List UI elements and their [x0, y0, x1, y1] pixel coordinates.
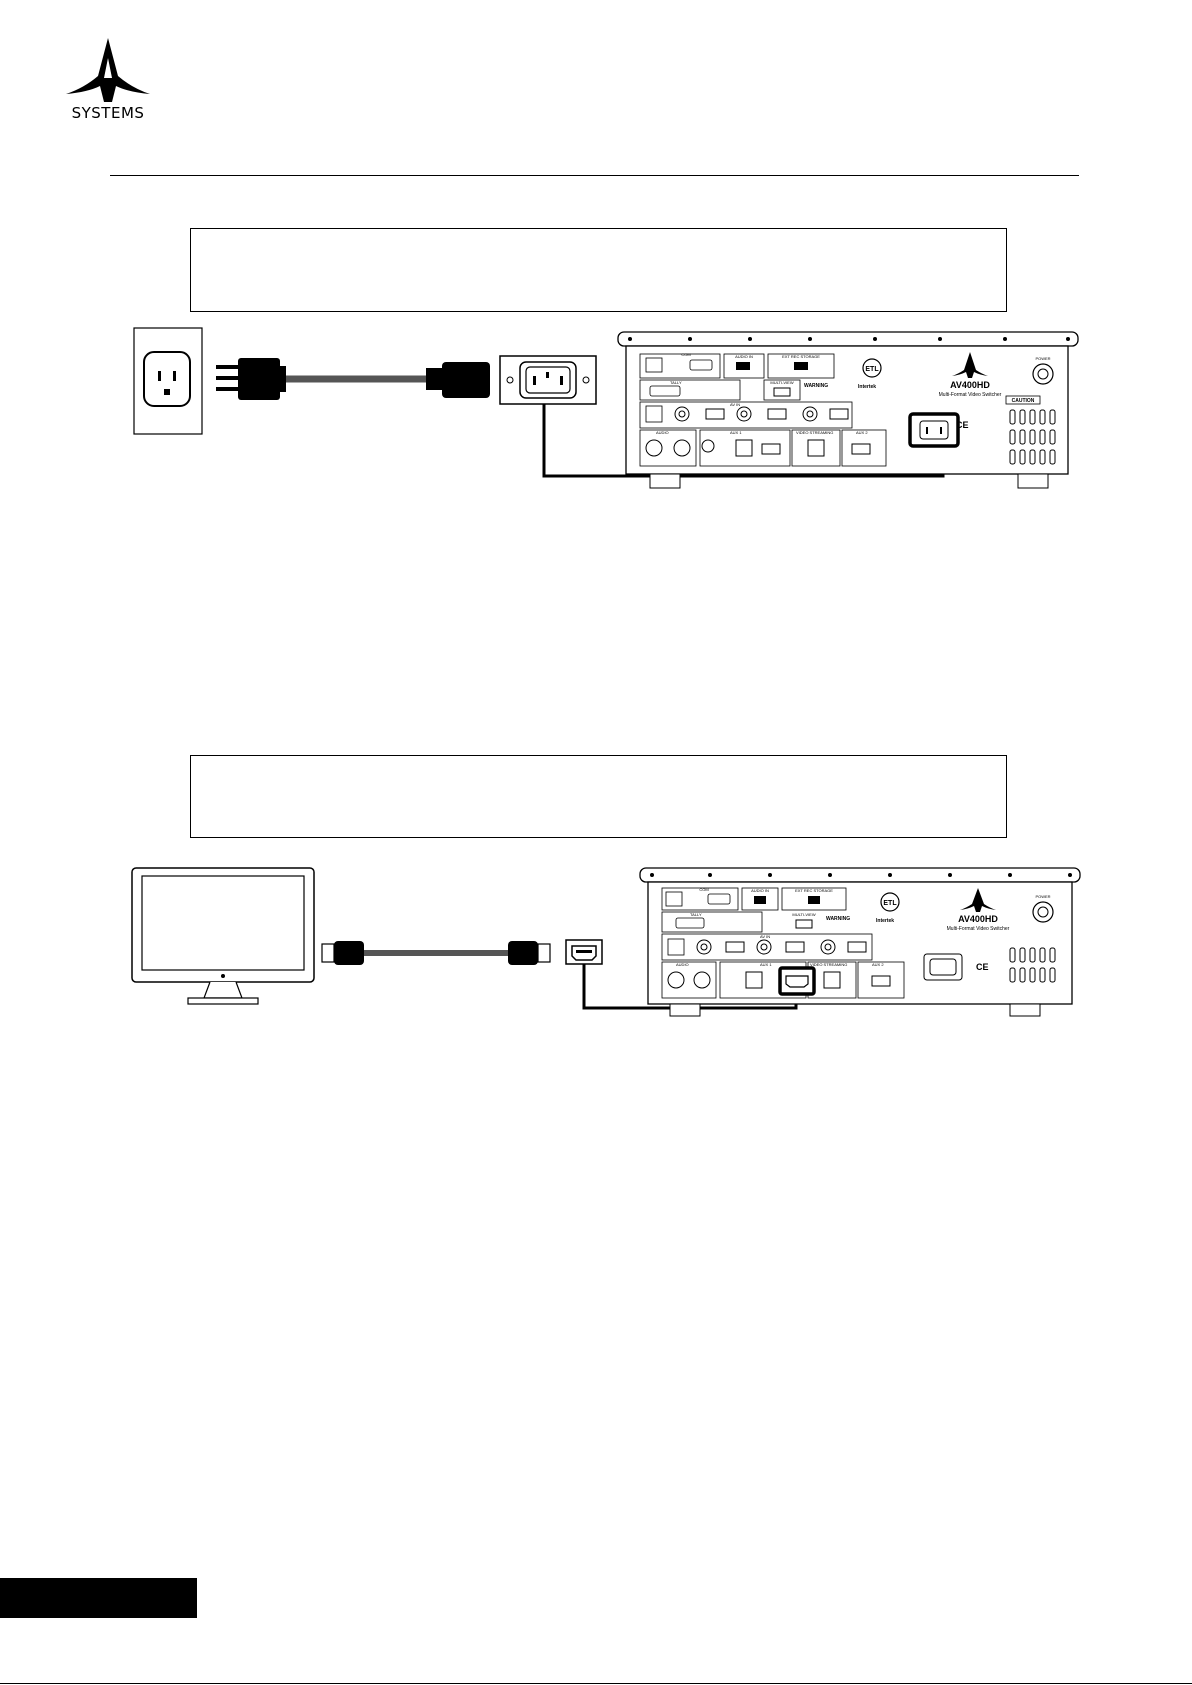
panel-label-audio: AUDIO: [676, 962, 689, 967]
device-model-label: AV400HD: [958, 914, 998, 924]
instruction-box-power: [190, 228, 1007, 312]
panel-label-av-in: AV IN: [760, 934, 770, 939]
panel-label-av-in: AV IN: [730, 402, 740, 407]
panel-label-aux1: AUX 1: [760, 962, 772, 967]
panel-label-aux1: AUX 1: [730, 430, 742, 435]
brand-logo-mark: [66, 38, 150, 102]
power-cable-icon: [216, 358, 490, 400]
highlighted-hdmi-port: [778, 966, 816, 996]
power-inlet-closeup-icon: [499, 355, 597, 405]
instruction-box-display: [190, 755, 1007, 838]
panel-label-power: POWER: [1035, 894, 1050, 899]
panel-label-tally: TALLY: [670, 380, 682, 385]
panel-label-video-streaming: VIDEO STREAMING: [810, 962, 847, 967]
panel-label-ext-rec: EXT REC STORAGE: [795, 888, 833, 893]
panel-label-multi-view: MULTI-VIEW: [770, 380, 793, 385]
hdmi-cable-icon: [321, 941, 551, 965]
panel-label-intertek: Intertek: [858, 384, 876, 390]
panel-label-aux2: AUX 2: [872, 962, 884, 967]
panel-label-intertek: Intertek: [876, 918, 894, 924]
brand-logo: SYSTEMS: [60, 36, 156, 126]
wall-outlet-icon: [133, 327, 203, 435]
svg-text:CE: CE: [956, 420, 969, 430]
panel-label-power: POWER: [1035, 356, 1050, 361]
panel-label-caution: CAUTION: [1012, 398, 1035, 404]
panel-label-audio-in: AUDIO IN: [735, 354, 753, 359]
panel-label-audio: AUDIO: [656, 430, 669, 435]
highlighted-power-inlet: [908, 412, 960, 448]
panel-label-warning: WARNING: [804, 383, 828, 389]
hdmi-port-closeup-icon: [565, 939, 603, 965]
svg-text:ETL: ETL: [883, 900, 897, 907]
panel-label-audio-in: AUDIO IN: [751, 888, 769, 893]
panel-label-multi-view: MULTI-VIEW: [792, 912, 815, 917]
svg-text:ETL: ETL: [865, 366, 879, 373]
panel-label-ext-rec: EXT REC STORAGE: [782, 354, 820, 359]
diagram-power-connection: COM AUDIO IN EXT REC STORAGE TALLY MULTI…: [133, 327, 1079, 489]
device-subtitle-label: Multi-Format Video Switcher: [947, 926, 1010, 932]
av400hd-rear-panel: COM AUDIO IN EXT REC STORAGE TALLY MULTI…: [617, 331, 1079, 489]
monitor-icon: [131, 867, 315, 1005]
panel-label-aux2: AUX 2: [856, 430, 868, 435]
footer-divider: [0, 1683, 1192, 1684]
device-subtitle-label: Multi-Format Video Switcher: [939, 392, 1002, 398]
av400hd-rear-panel: COM AUDIO IN EXT REC STORAGE TALLY MULTI…: [639, 867, 1081, 1017]
panel-label-com: COM: [699, 887, 708, 892]
panel-label-video-streaming: VIDEO STREAMING: [796, 430, 833, 435]
header-divider: [110, 175, 1079, 176]
device-model-label: AV400HD: [950, 380, 990, 390]
brand-logo-text: SYSTEMS: [71, 104, 145, 122]
footer-page-tab: [0, 1578, 197, 1618]
panel-label-com: COM: [681, 352, 690, 357]
diagram-display-connection: COM AUDIO IN EXT REC STORAGE TALLY MULTI…: [131, 867, 1081, 1017]
panel-label-warning: WARNING: [826, 916, 850, 922]
panel-label-tally: TALLY: [690, 912, 702, 917]
svg-text:CE: CE: [976, 962, 989, 972]
